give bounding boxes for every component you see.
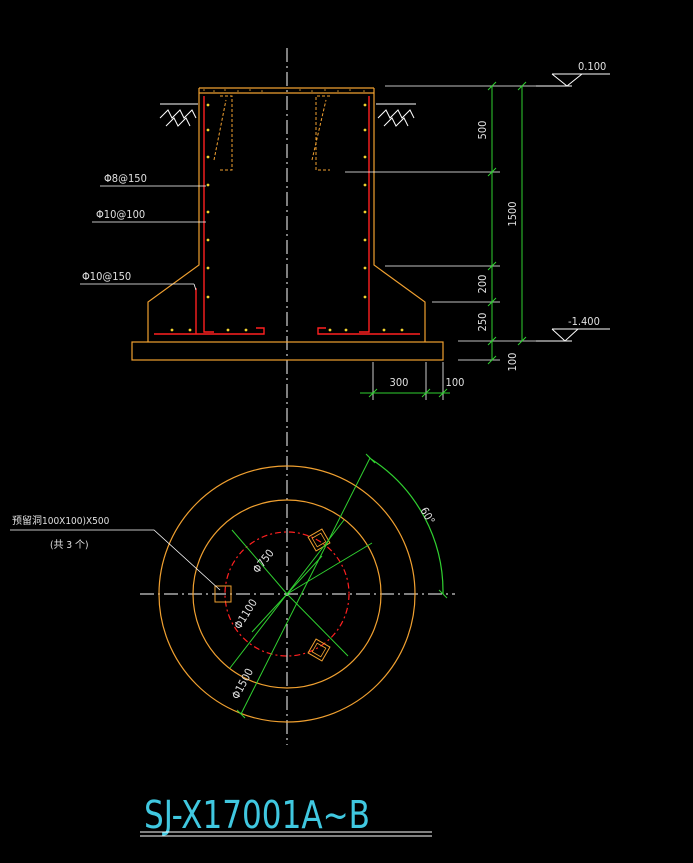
rebar-label-2: Φ10@100 <box>96 208 145 221</box>
inner-circle-750 <box>224 531 350 657</box>
angle-arc-tick-2 <box>438 589 448 599</box>
dimension-lines <box>360 81 527 398</box>
level-top-label: 0.100 <box>578 60 606 73</box>
angle-arc-tick-1 <box>366 454 376 464</box>
outer-circle-1500 <box>158 465 416 723</box>
foundation-outline <box>131 87 444 361</box>
plan-hole-bottom-right <box>307 638 331 662</box>
dim-500: 500 <box>476 121 489 140</box>
level-marker-top <box>536 73 610 87</box>
dim-100-horizontal: 100 <box>446 376 465 389</box>
dim-1500: 1500 <box>506 201 519 226</box>
dim-200: 200 <box>476 275 489 294</box>
level-bottom-label: -1.400 <box>568 315 600 328</box>
preformed-hole-right <box>311 95 330 171</box>
dim-250: 250 <box>476 313 489 332</box>
dia-750-label: Φ750 <box>250 547 277 576</box>
rebar-dots <box>170 103 404 332</box>
elevation-view: 500 1500 200 250 100 300 100 0.100 -1.40… <box>80 60 610 400</box>
extension-lines <box>345 85 560 400</box>
hole-note-line-2: (共 3 个) <box>50 539 88 551</box>
plan-hole-top-right <box>307 528 331 552</box>
preformed-hole-left <box>213 95 233 171</box>
dim-100-vertical: 100 <box>506 353 519 372</box>
rebar-label-3: Φ10@150 <box>82 270 131 283</box>
plan-hole-left <box>214 585 232 603</box>
middle-circle-1100 <box>192 499 382 689</box>
ground-hatch-right <box>376 103 416 127</box>
rebar-lines <box>154 96 420 335</box>
diameter-lines <box>229 457 373 715</box>
plan-view: Φ750 Φ1100 Φ1500 60° 预留洞100X100)X500 (共 … <box>10 453 455 723</box>
angle-arc-60 <box>370 458 444 595</box>
rebar-leaders <box>80 185 206 291</box>
dim-300: 300 <box>390 376 409 389</box>
rebar-label-1: Φ8@150 <box>104 172 147 185</box>
level-marker-bottom <box>536 328 610 342</box>
cap-speckle <box>203 89 365 92</box>
dia-1100-label: Φ1100 <box>232 597 260 632</box>
drawing-title: SJ-X17001A~B <box>144 793 370 837</box>
hole-note-leader <box>10 529 221 591</box>
ground-hatch-left <box>159 103 198 127</box>
angle-label: 60° <box>417 505 437 527</box>
hole-note-line-1: 预留洞100X100)X500 <box>12 514 110 527</box>
